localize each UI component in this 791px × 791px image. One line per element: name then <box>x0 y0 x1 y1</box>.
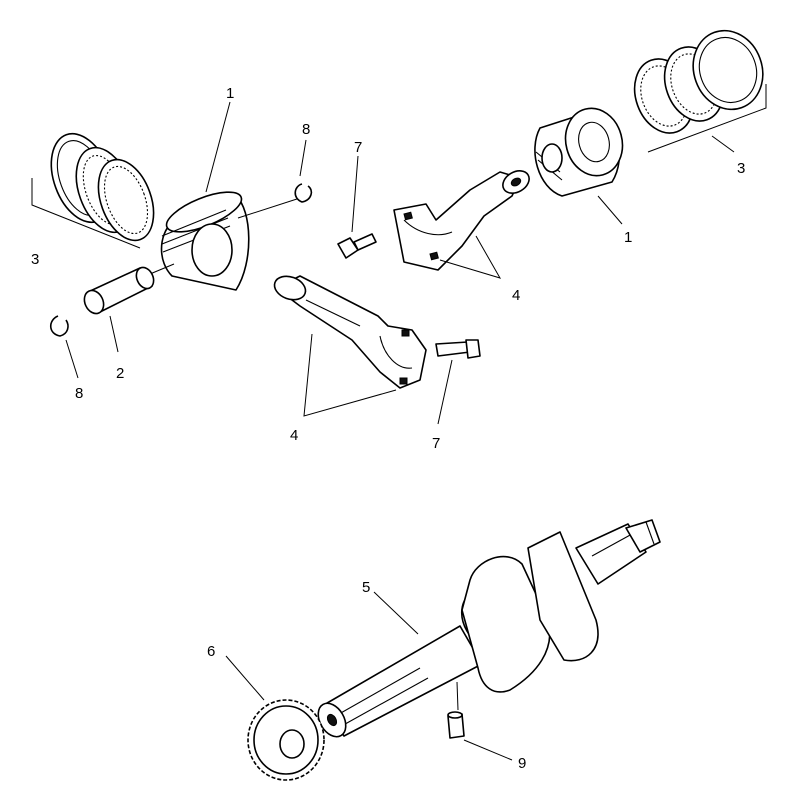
snap-ring-left <box>49 315 69 337</box>
callout-7-lower: 7 <box>432 435 440 452</box>
crankshaft-gear <box>247 699 325 781</box>
con-rod-bolt-upper <box>337 233 377 259</box>
connecting-rod-lower <box>273 275 427 389</box>
piston-right <box>534 107 624 197</box>
connecting-rod-upper <box>393 170 530 271</box>
piston-rings-left <box>31 132 155 249</box>
callout-8-left: 8 <box>75 385 83 402</box>
callout-9: 9 <box>518 755 526 772</box>
piston-left <box>149 191 301 291</box>
callout-5: 5 <box>362 579 370 596</box>
callout-2: 2 <box>116 365 124 382</box>
callout-1-left: 1 <box>226 85 234 102</box>
callout-3-left: 3 <box>31 251 39 268</box>
callout-4-lower: 4 <box>290 427 298 444</box>
piston-pin <box>83 266 155 315</box>
con-rod-bolt-lower <box>435 339 481 359</box>
crankshaft <box>317 519 661 738</box>
callout-numbers: 1 1 2 3 3 4 4 5 6 7 7 8 8 9 <box>31 85 745 772</box>
callout-7-upper: 7 <box>354 139 362 156</box>
snap-ring-right <box>294 183 313 203</box>
piston-rings-right <box>633 29 767 153</box>
callout-3-right: 3 <box>737 160 745 177</box>
callout-6: 6 <box>207 643 215 660</box>
callout-8-right: 8 <box>302 121 310 138</box>
leader-lines <box>65 101 735 761</box>
callout-4-upper: 4 <box>512 287 520 304</box>
dowel-pin <box>447 711 465 739</box>
callout-1-right: 1 <box>624 229 632 246</box>
